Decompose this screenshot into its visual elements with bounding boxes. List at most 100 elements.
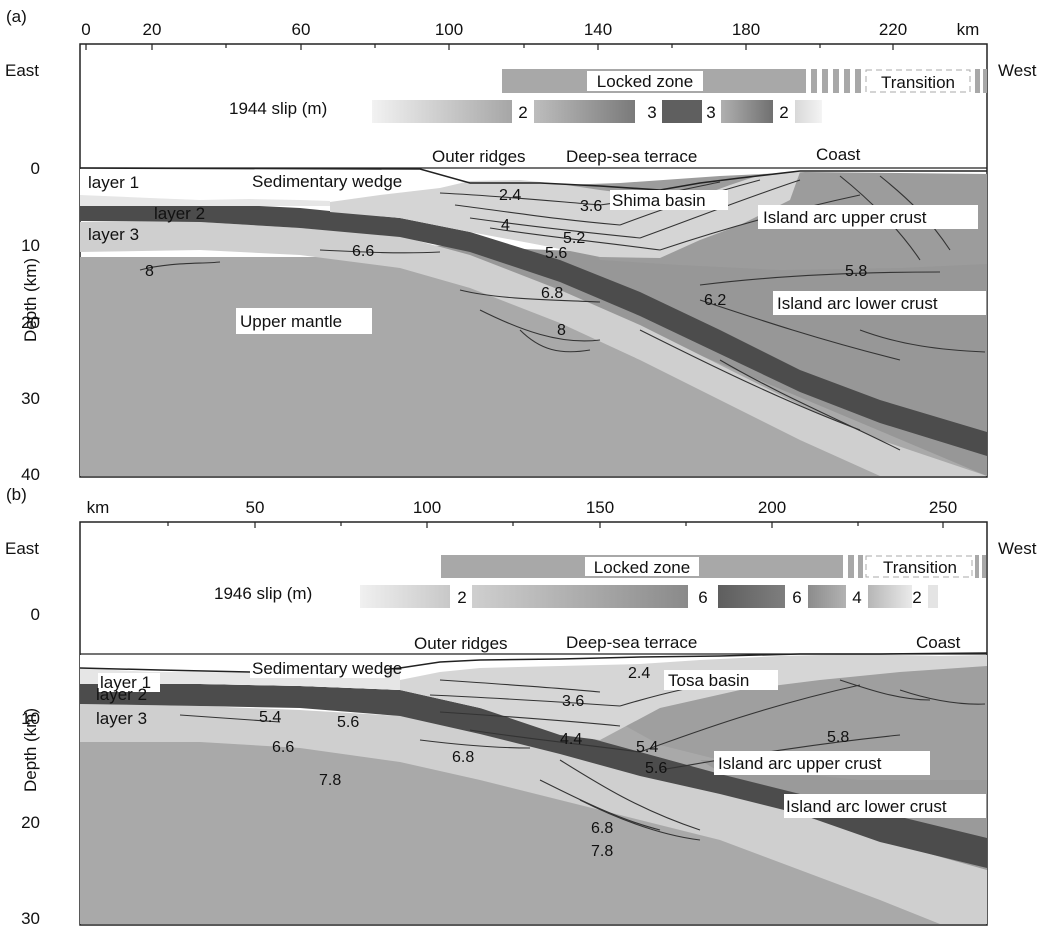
slip-segment: [662, 100, 702, 123]
deep-sea-terrace-label: Deep-sea terrace: [566, 633, 697, 652]
y-tick: 10: [21, 709, 40, 728]
layer2-label: layer 2: [96, 685, 147, 704]
sedimentary-wedge-area: [400, 654, 987, 740]
y-tick: 30: [21, 389, 40, 408]
y-tick: 0: [31, 159, 40, 178]
slip-value: 3: [706, 103, 715, 122]
panel-b-cross-section: layer 1 Sedimentary wedge layer 2 layer …: [79, 652, 988, 924]
label-bg: [86, 173, 146, 192]
velocity-value: 6.6: [352, 243, 374, 260]
west-label: West: [998, 61, 1037, 80]
velocity-value: 3.6: [580, 198, 602, 215]
velocity-value: 3.6: [562, 693, 584, 710]
locked-zone-label-bg: [585, 557, 699, 576]
west-label: West: [998, 539, 1037, 558]
outer-ridges-label: Outer ridges: [414, 634, 508, 653]
velocity-value: 6.6: [272, 739, 294, 756]
lower-crust-label: Island arc lower crust: [786, 797, 947, 816]
velocity-value: 5.4: [259, 709, 281, 726]
slip-value: 2: [457, 588, 466, 607]
east-label: East: [5, 539, 39, 558]
velocity-value: 6.8: [591, 820, 613, 837]
layer1-label: layer 1: [100, 673, 151, 692]
label-bg: [758, 205, 978, 229]
east-label: East: [5, 61, 39, 80]
seafloor-line: [79, 167, 987, 191]
slip-value: 6: [698, 588, 707, 607]
slip-segment: [360, 585, 450, 608]
transition-label: Transition: [883, 558, 957, 577]
slip-segment: [372, 100, 512, 123]
velocity-value: 5.4: [636, 739, 658, 756]
panel-a-cross-section: layer 1 Sedimentary wedge layer 2 layer …: [79, 167, 987, 476]
sed-wedge-label: Sedimentary wedge: [252, 172, 402, 191]
outer-ridges-label: Outer ridges: [432, 147, 526, 166]
basin-label: Shima basin: [612, 191, 706, 210]
y-axis-label: Depth (km): [21, 258, 40, 342]
x-tick: 200: [758, 498, 786, 517]
velocity-value: 6.2: [704, 292, 726, 309]
layer3-label: layer 3: [88, 225, 139, 244]
x-tick: 0: [81, 20, 90, 39]
x-tick: 50: [246, 498, 265, 517]
slip-segment: [534, 100, 635, 123]
transition-dashes: [848, 555, 986, 578]
y-tick: 0: [31, 605, 40, 624]
velocity-contours: [179, 675, 986, 841]
x-tick: 100: [435, 20, 463, 39]
upper-crust-label: Island arc upper crust: [718, 754, 882, 773]
upper-mantle-label: Upper mantle: [240, 312, 342, 331]
label-bg: [236, 308, 372, 334]
upper-crust-label: Island arc upper crust: [763, 208, 927, 227]
layer2-band: [80, 684, 987, 868]
slip-label: 1946 slip (m): [214, 584, 312, 603]
layer2-band: [80, 203, 987, 456]
slip-value: 2: [912, 588, 921, 607]
x-tick: 220: [879, 20, 907, 39]
panel-b-letter: (b): [6, 485, 27, 504]
transition-label: Transition: [881, 73, 955, 92]
slip-segment: [795, 100, 822, 123]
layer1-label: layer 1: [88, 173, 139, 192]
slip-value: 3: [647, 103, 656, 122]
panel-a-letter: (a): [6, 7, 27, 26]
velocity-value: 5.6: [337, 714, 359, 731]
transition-dashes: [811, 69, 987, 93]
x-tick: 250: [929, 498, 957, 517]
panel-a: (a) 0 20 60 100 140 180 220 km East West…: [5, 7, 1037, 484]
y-tick: 20: [21, 813, 40, 832]
velocity-value: 5.8: [845, 263, 867, 280]
velocity-value: 2.4: [499, 187, 521, 204]
velocity-value: 7.8: [591, 843, 613, 860]
velocity-value: 2.4: [628, 665, 650, 682]
layer3-label: layer 3: [96, 709, 147, 728]
locked-zone-label-bg: [587, 71, 703, 91]
panel-b-x-axis: km 50 100 150 200 250: [87, 498, 958, 517]
slip-label: 1944 slip (m): [229, 99, 327, 118]
x-tick: 60: [292, 20, 311, 39]
locked-zone-label: Locked zone: [594, 558, 690, 577]
slip-value: 6: [792, 588, 801, 607]
slip-segment: [928, 585, 938, 608]
label-bg: [250, 658, 385, 678]
coast-label: Coast: [916, 633, 961, 652]
x-tick: 140: [584, 20, 612, 39]
label-bg: [664, 670, 778, 690]
velocity-value: 8: [145, 263, 154, 280]
velocity-value: 5.8: [827, 729, 849, 746]
slip-value: 4: [852, 588, 861, 607]
x-unit: km: [957, 20, 980, 39]
label-bg: [773, 291, 986, 315]
label-bg: [784, 794, 986, 818]
x-tick: 180: [732, 20, 760, 39]
deep-sea-terrace-label: Deep-sea terrace: [566, 147, 697, 166]
coast-label: Coast: [816, 145, 861, 164]
label-bg: [714, 751, 930, 775]
lower-crust-label: Island arc lower crust: [777, 294, 938, 313]
x-tick: 100: [413, 498, 441, 517]
layer1-lower: [80, 195, 330, 206]
panel-b: (b) km 50 100 150 200 250 East West 0 10…: [5, 485, 1037, 928]
velocity-value: 8: [557, 322, 566, 339]
x-unit: km: [87, 498, 110, 517]
